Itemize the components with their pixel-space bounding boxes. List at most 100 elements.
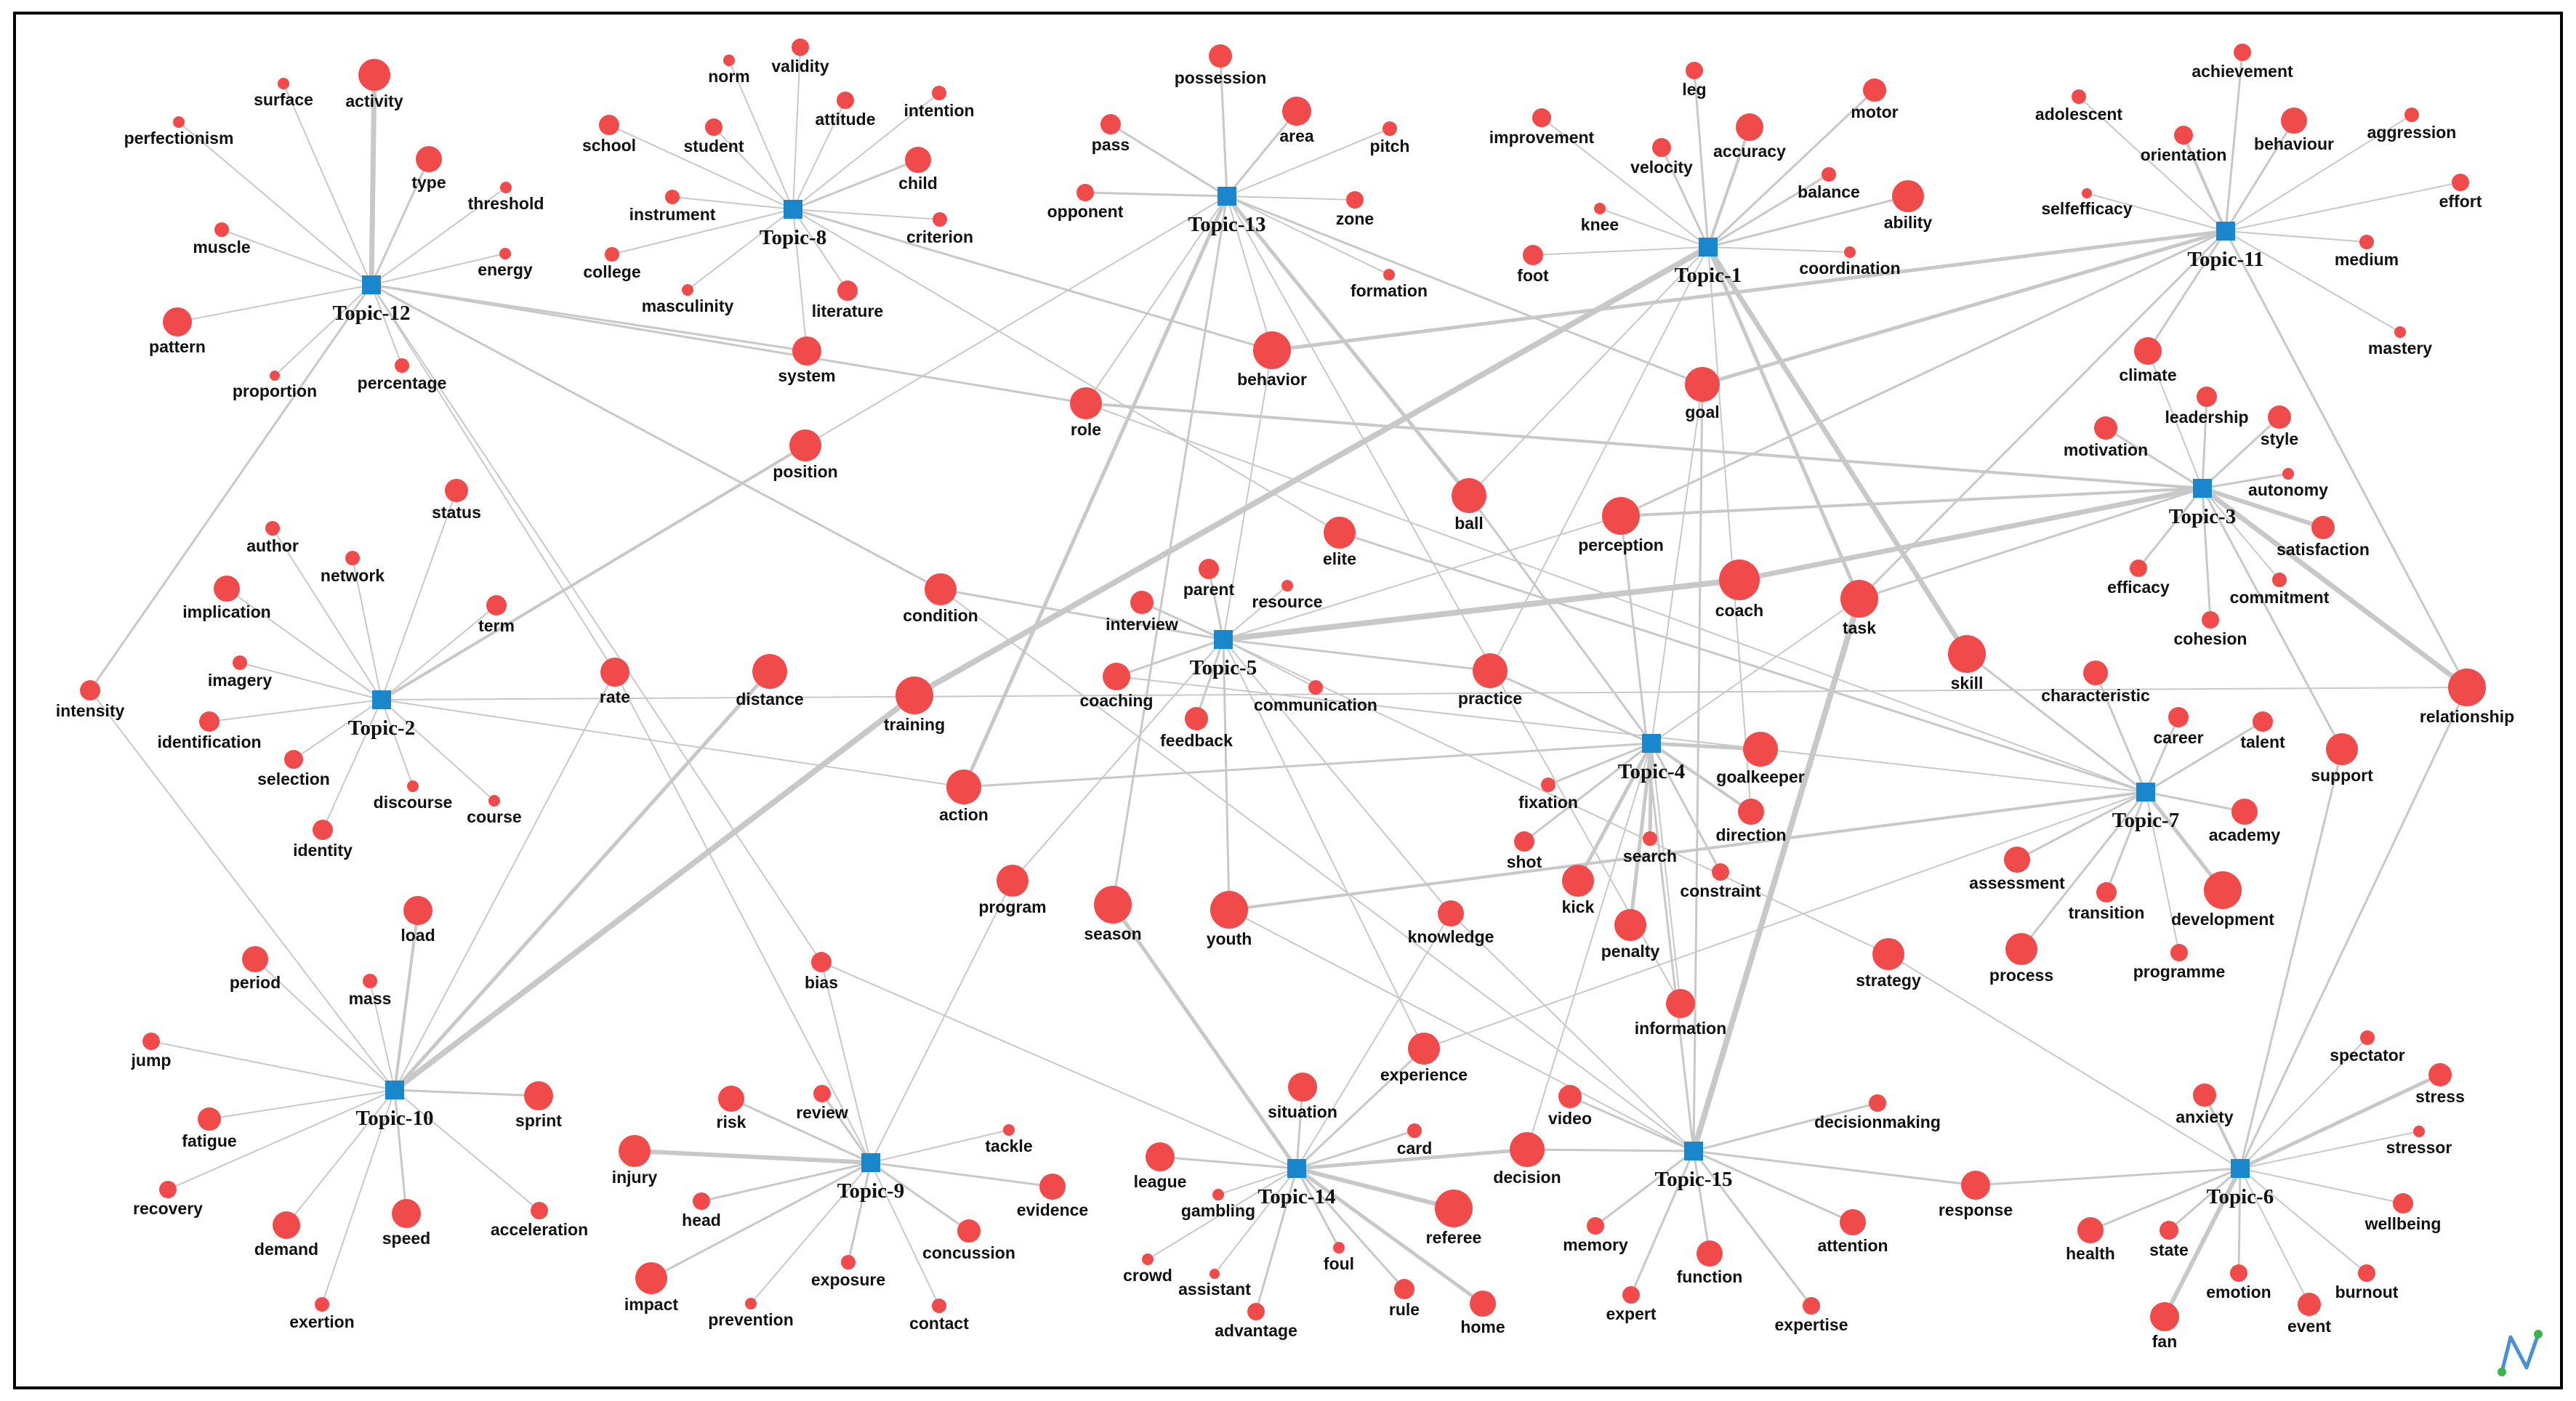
term-node-criterion[interactable] [933,212,947,227]
term-node-feedback[interactable] [1185,707,1208,730]
topic-node-topic-4[interactable] [1642,734,1661,753]
term-node-crowd[interactable] [1142,1253,1154,1265]
term-node-direction[interactable] [1738,799,1764,825]
term-node-zone[interactable] [1346,191,1364,209]
term-node-climate[interactable] [2134,337,2162,365]
term-node-emotion[interactable] [2230,1264,2247,1282]
term-node-author[interactable] [265,521,280,536]
topic-node-topic-9[interactable] [861,1153,880,1172]
term-node-season[interactable] [1094,886,1132,924]
term-node-knee[interactable] [1594,203,1606,214]
term-node-exertion[interactable] [315,1297,329,1312]
term-node-norm[interactable] [723,54,735,66]
term-node-gambling[interactable] [1212,1189,1224,1200]
topic-node-topic-10[interactable] [385,1081,404,1099]
term-node-referee[interactable] [1435,1190,1473,1227]
term-node-satisfaction[interactable] [2311,516,2335,539]
term-node-acceleration[interactable] [531,1202,548,1219]
term-node-mastery[interactable] [2394,326,2406,338]
term-node-identification[interactable] [199,711,220,732]
topic-node-topic-14[interactable] [1287,1159,1306,1178]
term-node-talent[interactable] [2253,711,2273,732]
term-node-opponent[interactable] [1076,184,1094,201]
topic-node-topic-12[interactable] [362,275,381,294]
term-node-card[interactable] [1407,1123,1422,1138]
term-node-foul[interactable] [1333,1242,1345,1253]
term-node-pitch[interactable] [1382,121,1397,136]
term-node-evidence[interactable] [1039,1174,1066,1200]
term-node-attitude[interactable] [837,92,854,109]
term-node-mass[interactable] [363,974,377,988]
term-node-jump[interactable] [142,1033,160,1050]
term-node-fatigue[interactable] [198,1107,221,1131]
term-node-perception[interactable] [1602,497,1640,535]
term-node-rate[interactable] [600,658,629,687]
term-node-development[interactable] [2204,871,2242,909]
term-node-task[interactable] [1840,580,1878,618]
term-node-type[interactable] [416,146,442,172]
term-node-sprint[interactable] [524,1081,553,1110]
term-node-distance[interactable] [752,654,787,689]
term-node-recovery[interactable] [159,1181,177,1198]
term-node-aggression[interactable] [2404,108,2419,122]
term-node-league[interactable] [1146,1142,1175,1171]
term-node-fan[interactable] [2150,1302,2179,1331]
term-node-home[interactable] [1470,1291,1496,1317]
term-node-response[interactable] [1961,1171,1990,1200]
term-node-contact[interactable] [932,1299,946,1313]
term-node-network[interactable] [345,551,360,565]
term-node-rule[interactable] [1394,1279,1414,1299]
term-node-resource[interactable] [1281,580,1293,592]
term-node-situation[interactable] [1288,1073,1317,1102]
topic-node-topic-8[interactable] [784,200,802,219]
term-node-interview[interactable] [1130,591,1154,614]
term-node-discourse[interactable] [407,780,419,792]
term-node-kick[interactable] [1562,865,1594,897]
term-node-advantage[interactable] [1247,1303,1265,1320]
term-node-validity[interactable] [792,39,809,56]
term-node-prevention[interactable] [745,1298,757,1309]
term-node-parent[interactable] [1199,559,1219,579]
term-node-decisionmaking[interactable] [1869,1094,1886,1112]
term-node-characteristic[interactable] [2083,661,2108,685]
term-node-support[interactable] [2326,733,2358,765]
term-node-elite[interactable] [1324,517,1356,549]
term-node-anxiety[interactable] [2193,1083,2216,1107]
term-node-coach[interactable] [1719,560,1760,600]
term-node-goal[interactable] [1685,367,1720,402]
term-node-school[interactable] [599,115,619,135]
term-node-relationship[interactable] [2448,669,2486,706]
term-node-concussion[interactable] [957,1219,981,1243]
term-node-program[interactable] [997,865,1029,897]
term-node-skill[interactable] [1948,635,1986,673]
term-node-risk[interactable] [718,1086,744,1112]
term-node-search[interactable] [1643,831,1657,846]
topic-node-topic-3[interactable] [2193,479,2212,498]
topic-node-topic-15[interactable] [1684,1142,1703,1160]
term-node-wellbeing[interactable] [2393,1193,2413,1214]
term-node-ability[interactable] [1892,180,1924,212]
term-node-expertise[interactable] [1803,1297,1820,1315]
term-node-bias[interactable] [811,952,832,972]
term-node-role[interactable] [1070,387,1102,419]
term-node-injury[interactable] [619,1135,651,1167]
term-node-condition[interactable] [925,573,957,605]
term-node-period[interactable] [242,946,268,972]
term-node-term[interactable] [486,595,507,615]
term-node-programme[interactable] [2170,944,2188,961]
term-node-status[interactable] [445,479,468,502]
term-node-communication[interactable] [1308,680,1323,695]
term-node-pattern[interactable] [163,307,192,336]
term-node-system[interactable] [792,336,821,366]
term-node-instrument[interactable] [665,190,680,204]
term-node-surface[interactable] [278,78,289,89]
term-node-improvement[interactable] [1532,108,1551,127]
term-node-foot[interactable] [1523,245,1543,265]
term-node-leadership[interactable] [2197,387,2217,407]
term-node-ball[interactable] [1452,478,1486,513]
term-node-head[interactable] [693,1192,710,1210]
term-node-function[interactable] [1696,1240,1723,1267]
term-node-motor[interactable] [1863,78,1886,102]
topic-node-topic-5[interactable] [1214,630,1233,649]
term-node-review[interactable] [813,1085,831,1102]
